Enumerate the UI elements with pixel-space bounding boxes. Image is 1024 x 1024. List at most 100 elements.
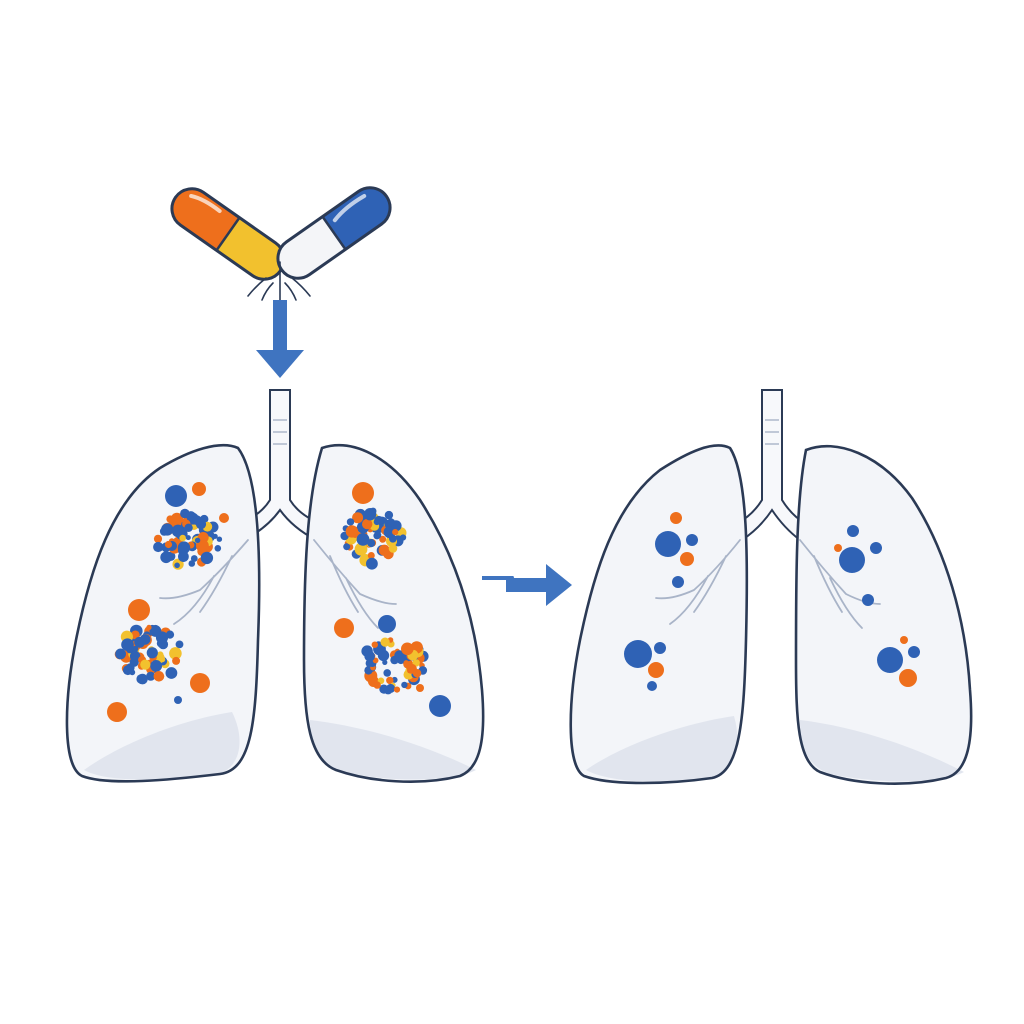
- particle: [334, 618, 354, 638]
- particle: [899, 669, 917, 687]
- particle: [165, 485, 187, 507]
- particle: [429, 695, 451, 717]
- particle: [384, 510, 394, 520]
- particle: [192, 482, 206, 496]
- particle: [401, 681, 408, 689]
- particle: [194, 537, 201, 543]
- particle: [146, 624, 152, 631]
- particle: [219, 513, 229, 523]
- particle: [150, 660, 163, 672]
- particle: [377, 649, 390, 662]
- particle: [214, 545, 222, 552]
- particle: [185, 535, 191, 541]
- particle: [364, 650, 376, 662]
- particle: [352, 512, 364, 524]
- particle: [179, 534, 186, 542]
- particle: [396, 655, 405, 665]
- orange-yellow-capsule-icon: [170, 187, 286, 281]
- particle: [190, 673, 210, 693]
- particle: [367, 539, 376, 548]
- particle: [401, 642, 414, 656]
- particle: [354, 542, 368, 556]
- particle: [160, 551, 172, 564]
- release-lines: [247, 261, 311, 301]
- particle: [386, 676, 394, 685]
- particle: [378, 544, 390, 556]
- particle: [839, 547, 865, 573]
- particle: [140, 659, 151, 670]
- particle: [129, 650, 141, 662]
- particle: [380, 637, 390, 647]
- particle: [686, 534, 698, 546]
- particle: [388, 544, 398, 553]
- particle: [383, 669, 392, 677]
- particle: [847, 525, 859, 537]
- particle: [212, 533, 218, 539]
- particle: [877, 647, 903, 673]
- particle: [680, 552, 694, 566]
- particle: [121, 638, 134, 651]
- recovered-lungs-icon: [569, 389, 973, 785]
- particle: [379, 684, 389, 694]
- particle: [180, 508, 190, 519]
- down-arrow-icon: [256, 300, 304, 378]
- blue-white-capsule-icon: [276, 186, 392, 280]
- particle: [389, 519, 395, 525]
- particle: [164, 540, 173, 549]
- particle: [172, 656, 181, 665]
- right-lung-lobe: [302, 444, 485, 783]
- particle: [390, 655, 399, 665]
- particle: [655, 531, 681, 557]
- infected-lungs-icon: [65, 389, 485, 783]
- particle: [153, 541, 164, 553]
- particle: [356, 533, 370, 546]
- particle: [416, 684, 424, 692]
- particle: [908, 646, 920, 658]
- particle: [174, 696, 182, 704]
- particle: [184, 523, 193, 532]
- particle: [393, 686, 401, 693]
- particle: [647, 681, 657, 691]
- particle: [174, 562, 180, 569]
- particle: [900, 636, 908, 644]
- particle: [374, 531, 382, 539]
- particle: [362, 518, 373, 530]
- particle: [165, 667, 178, 679]
- particle: [343, 543, 351, 551]
- particle: [195, 519, 207, 530]
- particle: [169, 647, 182, 660]
- particle: [392, 529, 399, 536]
- particle: [373, 681, 381, 689]
- right-arrow-icon: [482, 564, 572, 606]
- particle: [672, 576, 684, 588]
- left-lung-lobe: [569, 444, 749, 785]
- particle: [177, 545, 189, 556]
- particle: [366, 557, 378, 570]
- particle: [371, 641, 378, 648]
- particle: [346, 518, 355, 526]
- particle: [137, 673, 148, 685]
- particle: [345, 525, 359, 538]
- particle: [155, 631, 169, 644]
- particle: [834, 544, 842, 552]
- right-lung-lobe: [794, 444, 973, 785]
- particle: [648, 662, 664, 678]
- particle: [161, 523, 174, 536]
- particle: [367, 552, 375, 559]
- particle: [190, 555, 198, 562]
- particle: [171, 524, 185, 538]
- particle: [400, 534, 407, 541]
- particle: [670, 512, 682, 524]
- particle: [412, 669, 422, 678]
- particle: [115, 648, 126, 660]
- particle: [196, 539, 209, 553]
- particle: [146, 647, 158, 659]
- particle: [624, 640, 652, 668]
- left-lung-lobe: [65, 443, 261, 783]
- particle: [132, 645, 139, 653]
- particle: [365, 672, 373, 681]
- particle: [352, 482, 374, 504]
- particle: [378, 615, 396, 633]
